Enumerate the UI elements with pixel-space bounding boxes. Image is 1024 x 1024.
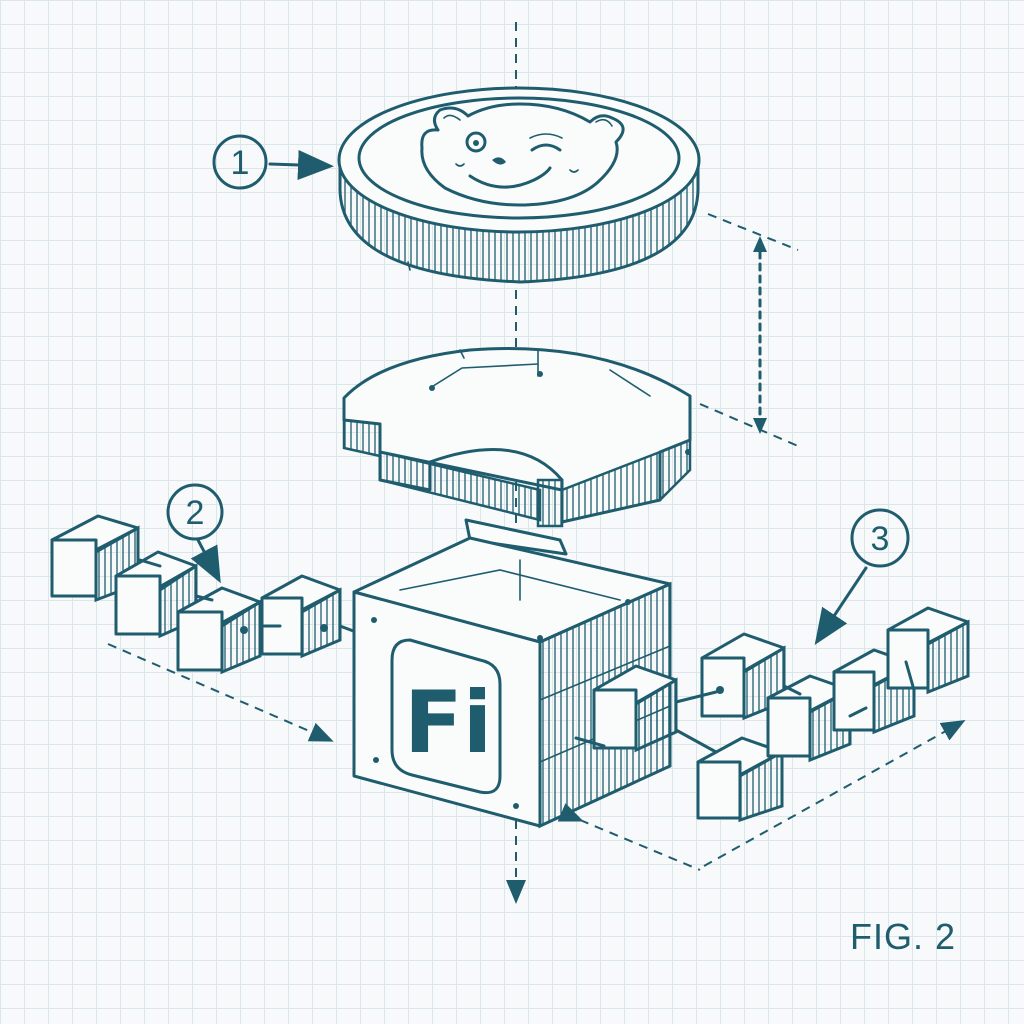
callout-3-label: 3 <box>871 520 890 558</box>
key-plate <box>342 347 692 556</box>
figure-label: FIG. 2 <box>849 916 956 957</box>
block-right-lower <box>696 736 784 823</box>
height-dimension <box>699 213 799 447</box>
block-right-upper <box>700 632 786 721</box>
block-left-3 <box>176 586 262 675</box>
right-block-chain <box>557 606 970 871</box>
coin-face <box>337 86 701 234</box>
coin <box>337 86 701 284</box>
block-left-4 <box>260 574 342 659</box>
callout-1: 1 <box>212 134 334 190</box>
left-block-chain <box>50 514 358 742</box>
coin-inner-ring <box>357 96 681 220</box>
callout-1-label: 1 <box>231 144 250 182</box>
callout-2-label: 2 <box>186 494 205 532</box>
block-right-end <box>886 606 970 695</box>
fi-logo-text: Fi <box>404 673 492 773</box>
bear-face-coin-icon <box>420 102 625 207</box>
block-right-connector <box>574 664 678 753</box>
callout-3: 3 <box>814 508 910 645</box>
callout-2: 2 <box>166 483 224 584</box>
